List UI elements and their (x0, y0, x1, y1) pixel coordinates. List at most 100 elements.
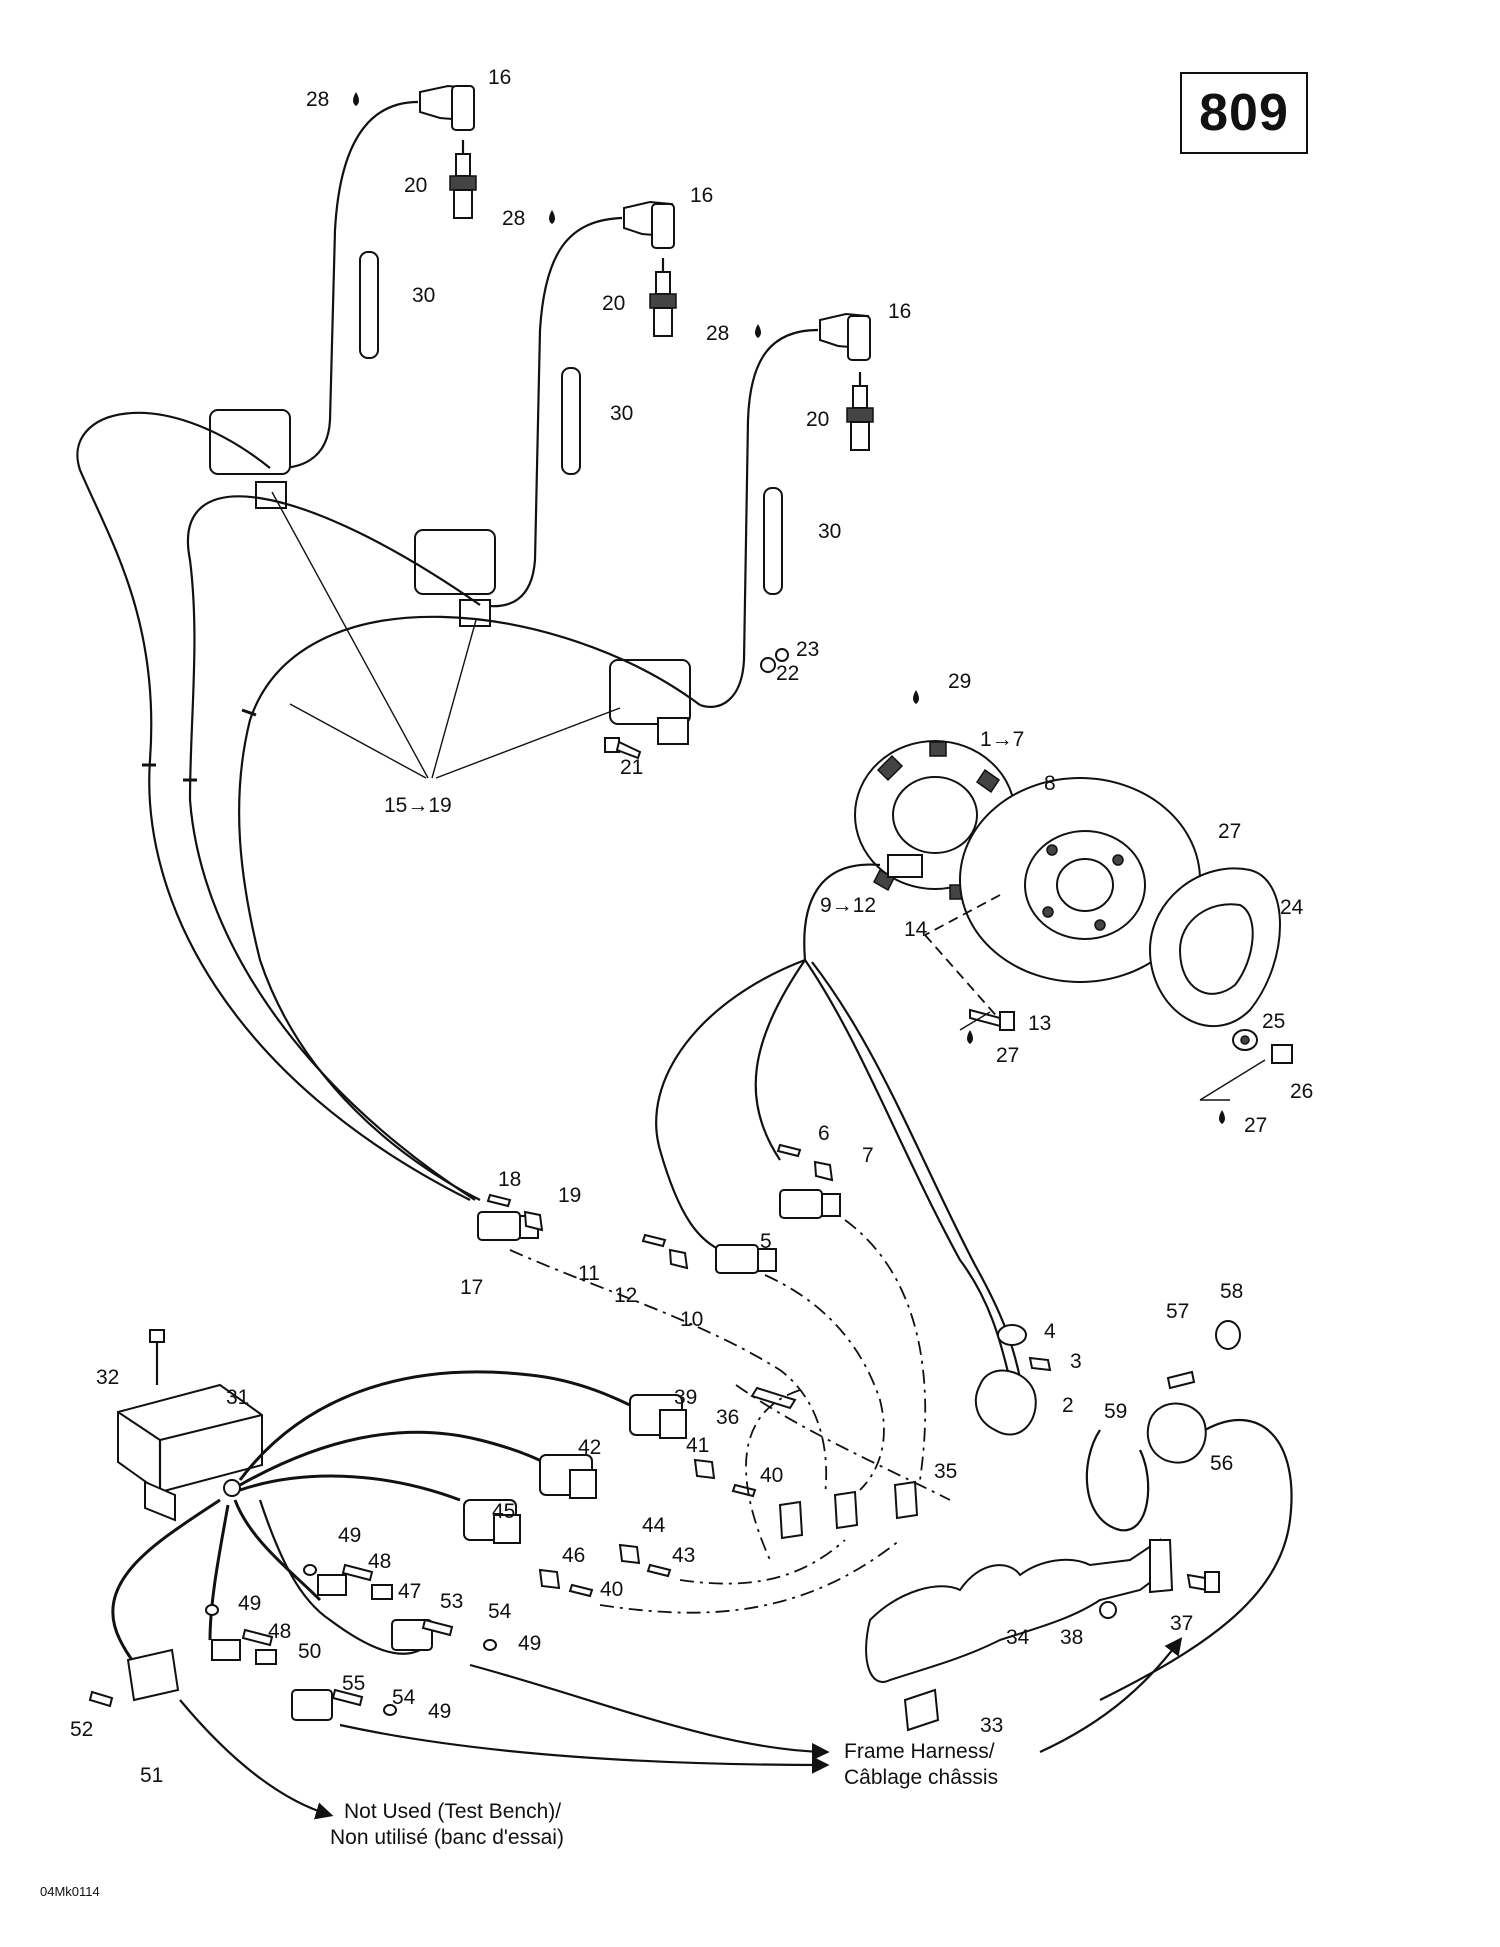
image-code: 04Mk0114 (40, 1884, 100, 1899)
callout-59: 59 (1104, 1400, 1127, 1423)
callout-45: 45 (492, 1500, 515, 1523)
callout-14: 14 (904, 918, 928, 941)
callout-46: 46 (562, 1544, 585, 1567)
washer-and-bolt (1232, 1029, 1293, 1064)
callout-44: 44 (642, 1514, 666, 1537)
bolt-37 (1186, 1571, 1220, 1593)
ignition-coil-3 (609, 659, 691, 745)
high-tension-wires (269, 100, 819, 708)
callout-28: 28 (306, 88, 329, 111)
callout-48: 48 (368, 1550, 391, 1573)
ecu-module (117, 1383, 263, 1522)
connector-terminals (486, 1143, 834, 1270)
callout-8: 8 (1044, 772, 1056, 795)
callout-25: 25 (1262, 1010, 1285, 1033)
spark-plug-3 (846, 372, 874, 451)
callout-26: 26 (1290, 1080, 1313, 1103)
small-connector-parts (538, 1386, 797, 1598)
callout-54: 54 (488, 1600, 512, 1623)
page-number-box: 809 (1180, 72, 1308, 154)
callout-49: 49 (428, 1700, 451, 1723)
callout-20: 20 (602, 292, 625, 315)
stator-screw (969, 1008, 1015, 1031)
connector-45 (463, 1499, 521, 1544)
callout-32: 32 (96, 1366, 119, 1389)
callout-20: 20 (806, 408, 829, 431)
callout-42: 42 (578, 1436, 601, 1459)
ignition-harness-loops (76, 411, 701, 1201)
harness-clips (778, 1480, 919, 1540)
page-number: 809 (1199, 84, 1289, 142)
callout-58: 58 (1220, 1280, 1243, 1303)
terminal-52 (88, 1690, 114, 1708)
coil-mounting-screw (604, 737, 642, 760)
spark-plug-2 (649, 258, 677, 337)
frame-harness-note: Frame Harness/ Câblage châssis (844, 1740, 998, 1789)
coil-leader-lines (271, 491, 621, 779)
callout-30: 30 (412, 284, 435, 307)
callout-28: 28 (502, 207, 525, 230)
protective-sleeves (359, 251, 783, 595)
callout-49: 49 (338, 1524, 361, 1547)
callout-3: 3 (1070, 1350, 1082, 1373)
callout-19: 19 (558, 1184, 581, 1207)
callout-27: 27 (1218, 820, 1241, 843)
harness-clamps (142, 708, 257, 782)
harness-grommet (974, 1369, 1037, 1436)
callout-40: 40 (760, 1464, 783, 1487)
connector-10 (715, 1244, 777, 1274)
spark-plug-cap-2 (623, 200, 676, 249)
callout-43: 43 (672, 1544, 695, 1567)
callout-41: 41 (686, 1434, 709, 1457)
callout-16: 16 (888, 300, 911, 323)
frame-harness-label-fr: Câblage châssis (844, 1766, 998, 1789)
routing-lines (509, 1219, 951, 1614)
callout-21: 21 (620, 756, 643, 779)
callout-36: 36 (716, 1406, 739, 1429)
callout-33: 33 (980, 1714, 1003, 1737)
callout-34: 34 (1006, 1626, 1030, 1649)
coil-nut-and-washer (760, 648, 789, 673)
connector-bodies-47-55 (205, 1563, 497, 1721)
callout-31: 31 (226, 1386, 249, 1409)
callout-39: 39 (674, 1386, 697, 1409)
ignition-coil-1 (209, 409, 291, 509)
callout-30: 30 (818, 520, 841, 543)
terminal-57 (1166, 1370, 1196, 1390)
sensor-housing (1099, 1402, 1293, 1701)
washer-38 (1099, 1601, 1117, 1619)
not-used-label-fr: Non utilisé (banc d'essai) (330, 1826, 564, 1849)
grommet-terminal (1028, 1356, 1052, 1372)
callout-labels: 16 28 20 30 16 28 20 30 16 28 20 30 15→1… (70, 66, 1313, 1787)
grommet-plug (997, 1324, 1027, 1346)
callout-40: 40 (600, 1578, 623, 1601)
callout-56: 56 (1210, 1452, 1233, 1475)
callout-13: 13 (1028, 1012, 1051, 1035)
spark-plug-cap-3 (819, 312, 872, 361)
spark-plug-1 (449, 140, 477, 219)
callout-17: 17 (460, 1276, 483, 1299)
callout-23: 23 (796, 638, 819, 661)
ecu-screw (149, 1329, 165, 1385)
callout-2: 2 (1062, 1394, 1074, 1417)
connector-5 (779, 1189, 841, 1219)
not-used-note: Not Used (Test Bench)/ Non utilisé (banc… (330, 1800, 564, 1849)
callout-47: 47 (398, 1580, 421, 1603)
callout-49: 49 (518, 1632, 541, 1655)
not-used-label-en: Not Used (Test Bench)/ (344, 1800, 561, 1823)
callout-52: 52 (70, 1718, 93, 1741)
callout-18: 18 (498, 1168, 521, 1191)
callout-24: 24 (1280, 896, 1304, 919)
flywheel (959, 777, 1201, 983)
callout-5: 5 (760, 1230, 772, 1253)
starter-cup (1148, 867, 1281, 1028)
callout-6: 6 (818, 1122, 830, 1145)
callout-22: 22 (776, 662, 799, 685)
callout-28: 28 (706, 322, 729, 345)
callout-27: 27 (1244, 1114, 1267, 1137)
callout-15-19: 15→19 (384, 794, 452, 817)
connector-42 (539, 1454, 597, 1499)
callout-48: 48 (268, 1620, 291, 1643)
callout-11: 11 (578, 1262, 600, 1285)
